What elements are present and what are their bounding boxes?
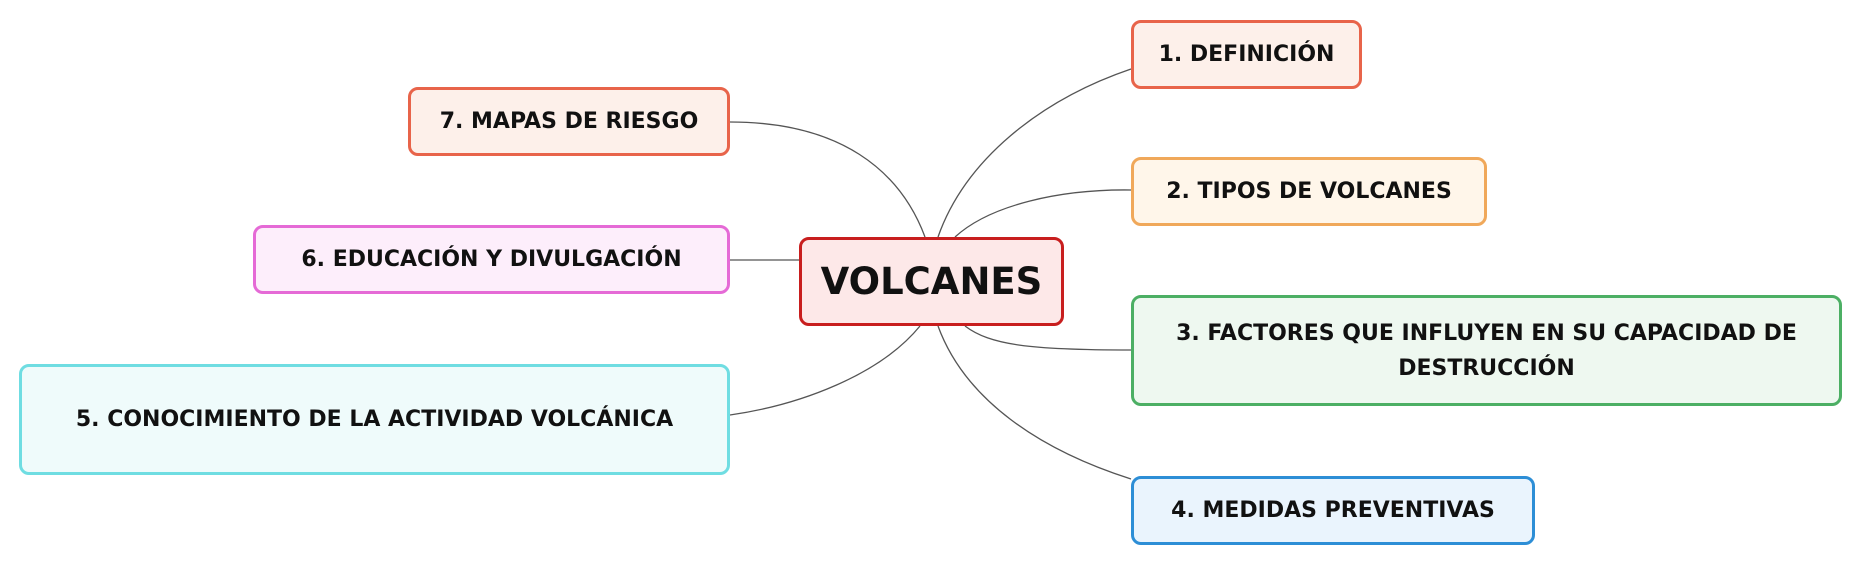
connector-1: [937, 68, 1132, 238]
central-topic[interactable]: VOLCANES: [799, 237, 1064, 326]
branch-label: 7. MAPAS DE RIESGO: [439, 109, 699, 134]
branch-label: 2. TIPOS DE VOLCANES: [1166, 179, 1452, 204]
branch-label: 1. DEFINICIÓN: [1158, 42, 1335, 67]
connector-2: [954, 189, 1132, 238]
branch-conocimiento-actividad[interactable]: 5. CONOCIMIENTO DE LA ACTIVIDAD VOLCÁNIC…: [19, 364, 730, 475]
central-topic-label: VOLCANES: [820, 260, 1043, 303]
branch-label: 6. EDUCACIÓN Y DIVULGACIÓN: [301, 247, 682, 272]
branch-tipos-de-volcanes[interactable]: 2. TIPOS DE VOLCANES: [1131, 157, 1487, 226]
connector-3: [964, 325, 1132, 351]
branch-educacion-divulgacion[interactable]: 6. EDUCACIÓN Y DIVULGACIÓN: [253, 225, 730, 294]
connector-5: [729, 325, 921, 416]
branch-label: 5. CONOCIMIENTO DE LA ACTIVIDAD VOLCÁNIC…: [75, 407, 674, 432]
connector-7: [729, 121, 926, 238]
branch-mapas-de-riesgo[interactable]: 7. MAPAS DE RIESGO: [408, 87, 730, 156]
branch-definicion[interactable]: 1. DEFINICIÓN: [1131, 20, 1362, 89]
branch-label: 4. MEDIDAS PREVENTIVAS: [1171, 498, 1495, 523]
connector-4: [937, 325, 1132, 480]
branch-label: 3. FACTORES QUE INFLUYEN EN SU CAPACIDAD…: [1176, 320, 1797, 381]
branch-medidas-preventivas[interactable]: 4. MEDIDAS PREVENTIVAS: [1131, 476, 1535, 545]
branch-factores-destruccion[interactable]: 3. FACTORES QUE INFLUYEN EN SU CAPACIDAD…: [1131, 295, 1842, 406]
